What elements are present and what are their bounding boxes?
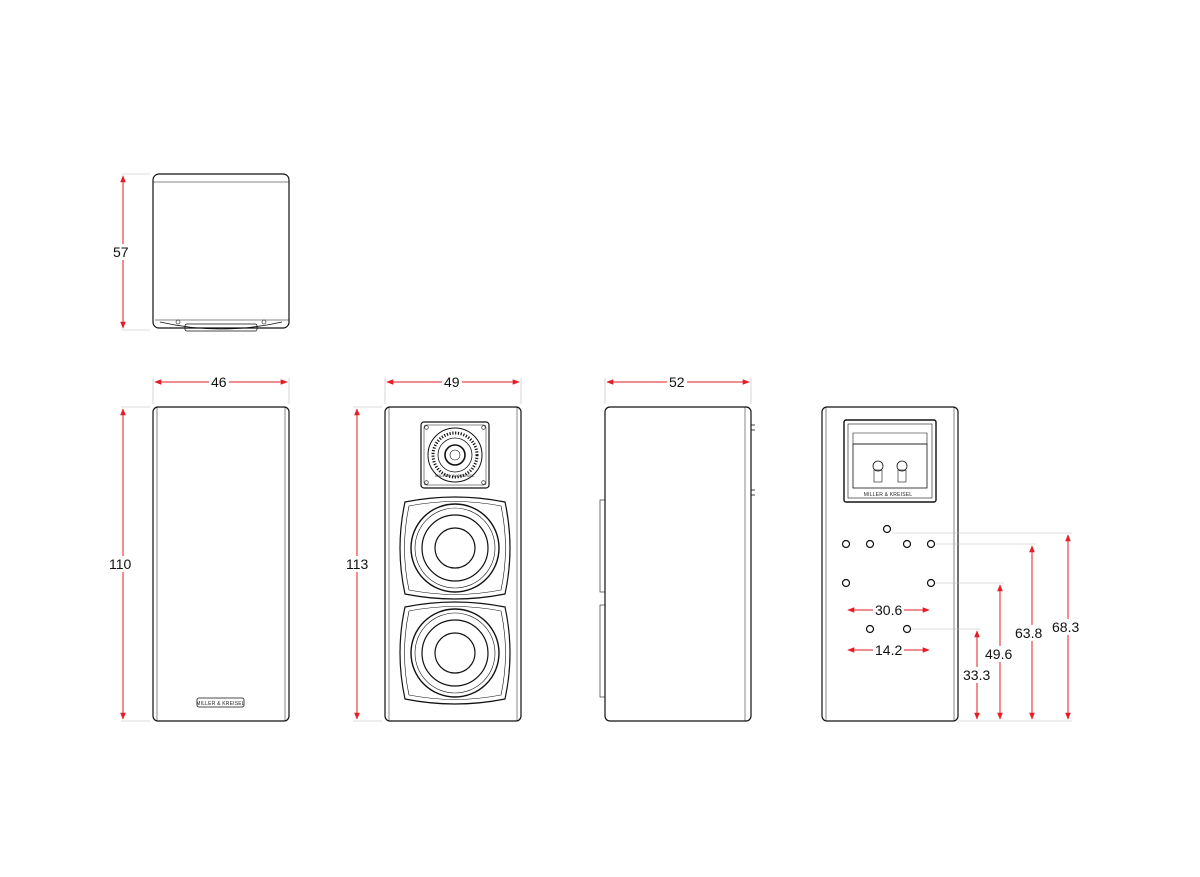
hole-height-1-label: 33.3 <box>961 667 993 683</box>
mounting-holes <box>841 524 936 634</box>
tweeter <box>420 421 490 489</box>
front-height-label: 113 <box>344 556 371 572</box>
holes-outer-width-label: 30.6 <box>873 602 905 618</box>
hole-height-4-label: 68.3 <box>1050 619 1082 635</box>
top-depth-label: 57 <box>111 244 131 260</box>
woofer-upper <box>399 496 511 600</box>
terminal-brand-label: MILLER & KREISEL <box>864 492 913 498</box>
holes-inner-width-label: 14.2 <box>873 642 905 658</box>
rear-width-label: 52 <box>667 374 687 390</box>
hole-height-3-label: 63.8 <box>1013 625 1045 641</box>
side-view <box>152 406 290 722</box>
side-view-brand-label: MILLER & KREISEL <box>196 701 245 707</box>
side-height-label: 110 <box>107 556 134 572</box>
hole-extension-lines <box>892 532 1072 722</box>
right-side-view <box>599 406 755 722</box>
tweeter-brand-label: MILLER & KREISEL <box>435 473 475 478</box>
hole-height-2-label: 49.6 <box>983 646 1015 662</box>
front-width-label: 49 <box>442 374 462 390</box>
side-width-label: 46 <box>209 374 229 390</box>
front-view <box>384 406 522 722</box>
terminal-plate <box>843 419 937 503</box>
top-view <box>152 173 290 332</box>
woofer-lower <box>399 601 511 705</box>
rear-view <box>821 406 959 722</box>
